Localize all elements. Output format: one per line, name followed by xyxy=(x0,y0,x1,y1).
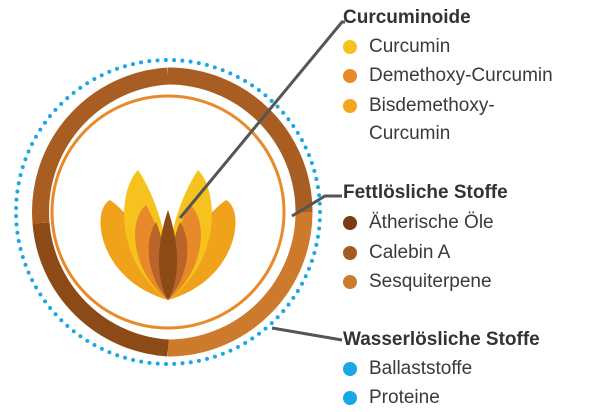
lotus-flower-icon xyxy=(100,170,235,300)
leader-line-wasserloesliche xyxy=(272,328,342,340)
leader-line-curcuminoide xyxy=(180,22,345,218)
